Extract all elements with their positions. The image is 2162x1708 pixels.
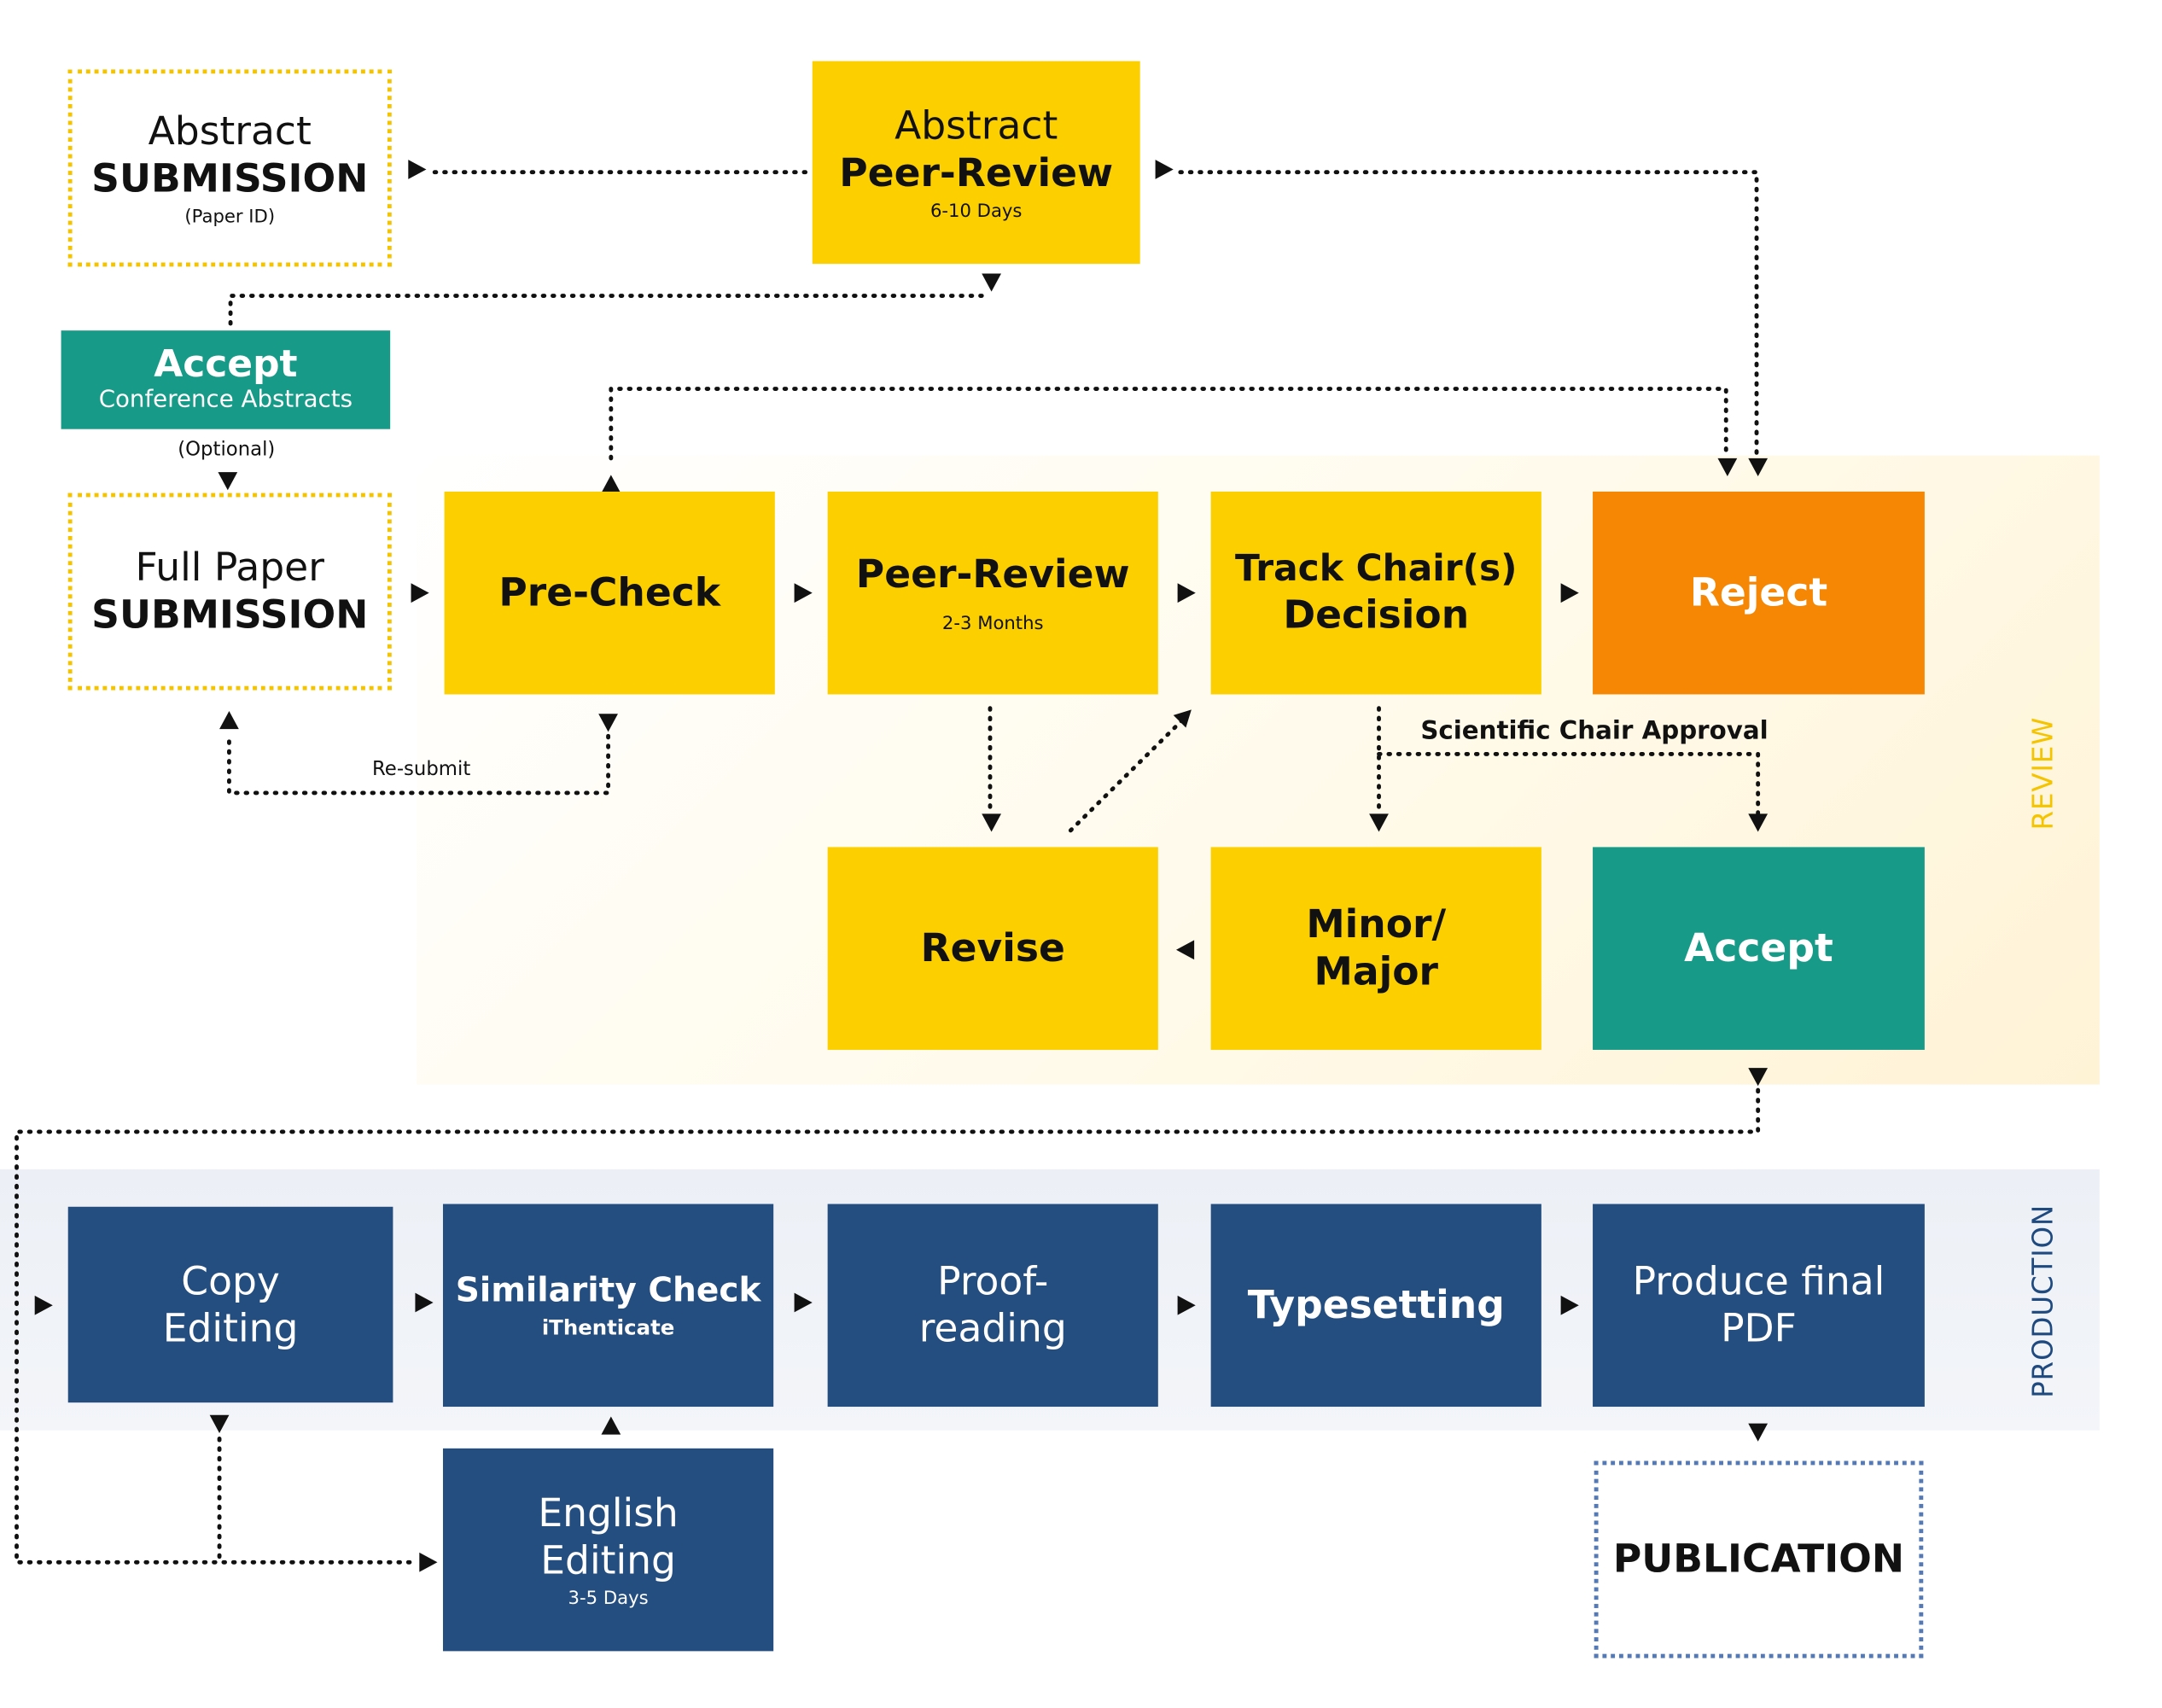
arrow-into-publication — [1748, 1423, 1769, 1442]
english-editing-sub: 3-5 Days — [568, 1588, 649, 1610]
arrow-precheck-down — [598, 714, 618, 732]
minor-major-line2: Major — [1314, 948, 1438, 994]
similarity-check-box: Similarity Check iThenticate — [442, 1204, 774, 1408]
arrow-precheck-to-peer-review — [794, 583, 813, 603]
proofreading-line2: reading — [918, 1305, 1067, 1351]
accept-conference-title: Accept — [154, 343, 298, 388]
connector-resubmit — [226, 733, 611, 796]
arrow-peer-review-to-track-chair — [1177, 583, 1196, 603]
produce-pdf-line2: PDF — [1721, 1305, 1797, 1351]
similarity-check-title: Similarity Check — [455, 1269, 761, 1309]
arrow-up-precheck — [601, 475, 621, 493]
arrow-copy-editing-down — [209, 1414, 230, 1433]
arrow-resubmit-up — [219, 710, 239, 730]
pre-check-box: Pre-Check — [444, 491, 775, 695]
peer-review-sub: 2-3 Months — [941, 614, 1044, 635]
full-paper-submission-box: Full Paper SUBMISSION — [67, 493, 392, 691]
arrow-full-paper-to-precheck — [411, 583, 429, 603]
connector-precheck-reject — [609, 387, 1728, 461]
typesetting-box: Typesetting — [1210, 1204, 1541, 1408]
english-editing-box: English Editing 3-5 Days — [442, 1448, 774, 1652]
minor-major-line1: Minor/ — [1306, 901, 1447, 948]
arrow-into-full-paper — [218, 472, 238, 491]
accept-box: Accept — [1593, 847, 1925, 1050]
connector-accept-to-production — [15, 1087, 1761, 1565]
accept-title: Accept — [1684, 924, 1833, 971]
revise-title: Revise — [920, 924, 1065, 971]
arrow-abstract-review-out — [1155, 160, 1174, 179]
arrow-typesetting-to-pdf — [1560, 1295, 1579, 1315]
track-chair-line2: Decision — [1283, 591, 1470, 638]
full-paper-submission-line1: Full Paper — [135, 545, 324, 592]
english-editing-line1: English — [538, 1489, 679, 1536]
copy-editing-line1: Copy — [181, 1257, 280, 1304]
connector-abstract-to-reject — [1178, 170, 1759, 461]
arrow-abstract-submission-in — [408, 160, 427, 179]
arrow-proof-to-typesetting — [1177, 1295, 1196, 1315]
scientific-chair-label: Scientific Chair Approval — [1420, 716, 1769, 746]
proofreading-line1: Proof- — [937, 1258, 1049, 1305]
arrow-abstract-review-down — [982, 273, 1001, 292]
track-chair-line1: Track Chair(s) — [1235, 547, 1518, 590]
arrow-into-track-chair — [1173, 709, 1192, 728]
copy-editing-box: Copy Editing — [67, 1206, 393, 1403]
arrow-into-accept — [1748, 813, 1769, 832]
abstract-submission-line2: SUBMISSION — [91, 154, 369, 201]
english-editing-line2: Editing — [540, 1536, 676, 1583]
produce-pdf-box: Produce final PDF — [1593, 1204, 1925, 1408]
arrow-english-to-similarity — [601, 1416, 621, 1435]
abstract-peer-review-box: Abstract Peer-Review 6-10 Days — [812, 61, 1140, 265]
abstract-submission-sub: (Paper ID) — [184, 207, 276, 228]
connector-scientific-chair — [1377, 751, 1761, 816]
arrow-into-reject-right — [1748, 458, 1769, 477]
abstract-peer-review-line2: Peer-Review — [839, 149, 1114, 195]
full-paper-submission-line2: SUBMISSION — [91, 592, 369, 638]
arrow-into-minor-major — [1369, 813, 1389, 832]
abstract-submission-box: Abstract SUBMISSION (Paper ID) — [67, 69, 392, 267]
peer-review-title: Peer-Review — [855, 551, 1130, 598]
peer-review-box: Peer-Review 2-3 Months — [827, 491, 1158, 695]
publication-box: PUBLICATION — [1594, 1460, 1924, 1658]
reject-box: Reject — [1593, 491, 1925, 695]
resubmit-label: Re-submit — [372, 758, 471, 781]
optional-label: (Optional) — [178, 439, 276, 462]
pre-check-title: Pre-Check — [498, 569, 721, 616]
arrow-into-reject-left — [1717, 458, 1738, 477]
arrow-copy-to-similarity — [415, 1292, 434, 1313]
publication-title: PUBLICATION — [1612, 1536, 1905, 1583]
proofreading-box: Proof- reading — [827, 1204, 1158, 1408]
arrow-accept-down — [1748, 1068, 1769, 1087]
typesetting-title: Typesetting — [1247, 1281, 1505, 1328]
abstract-submission-line1: Abstract — [148, 108, 312, 154]
arrow-minor-to-revise — [1175, 940, 1195, 960]
connector-abstract-to-accept — [228, 294, 984, 333]
copy-editing-line2: Editing — [162, 1304, 299, 1351]
abstract-peer-review-line1: Abstract — [895, 102, 1058, 149]
abstract-peer-review-sub: 6-10 Days — [929, 201, 1023, 223]
revise-box: Revise — [827, 847, 1158, 1050]
accept-conference-box: Accept Conference Abstracts — [61, 330, 391, 429]
track-chair-decision-box: Track Chair(s) Decision — [1210, 491, 1541, 695]
produce-pdf-line1: Produce final — [1632, 1258, 1885, 1305]
reject-title: Reject — [1689, 569, 1828, 616]
minor-major-box: Minor/ Major — [1210, 847, 1541, 1050]
arrow-into-copy-editing — [34, 1295, 53, 1315]
arrow-into-english-editing — [419, 1552, 438, 1572]
accept-conference-sub: Conference Abstracts — [98, 386, 353, 415]
arrow-track-chair-to-reject — [1560, 583, 1579, 603]
arrow-into-revise — [982, 813, 1001, 832]
similarity-check-sub: iThenticate — [541, 1315, 675, 1341]
connector-revise-to-track-chair — [1068, 717, 1186, 833]
arrow-similarity-to-proof — [794, 1292, 813, 1313]
